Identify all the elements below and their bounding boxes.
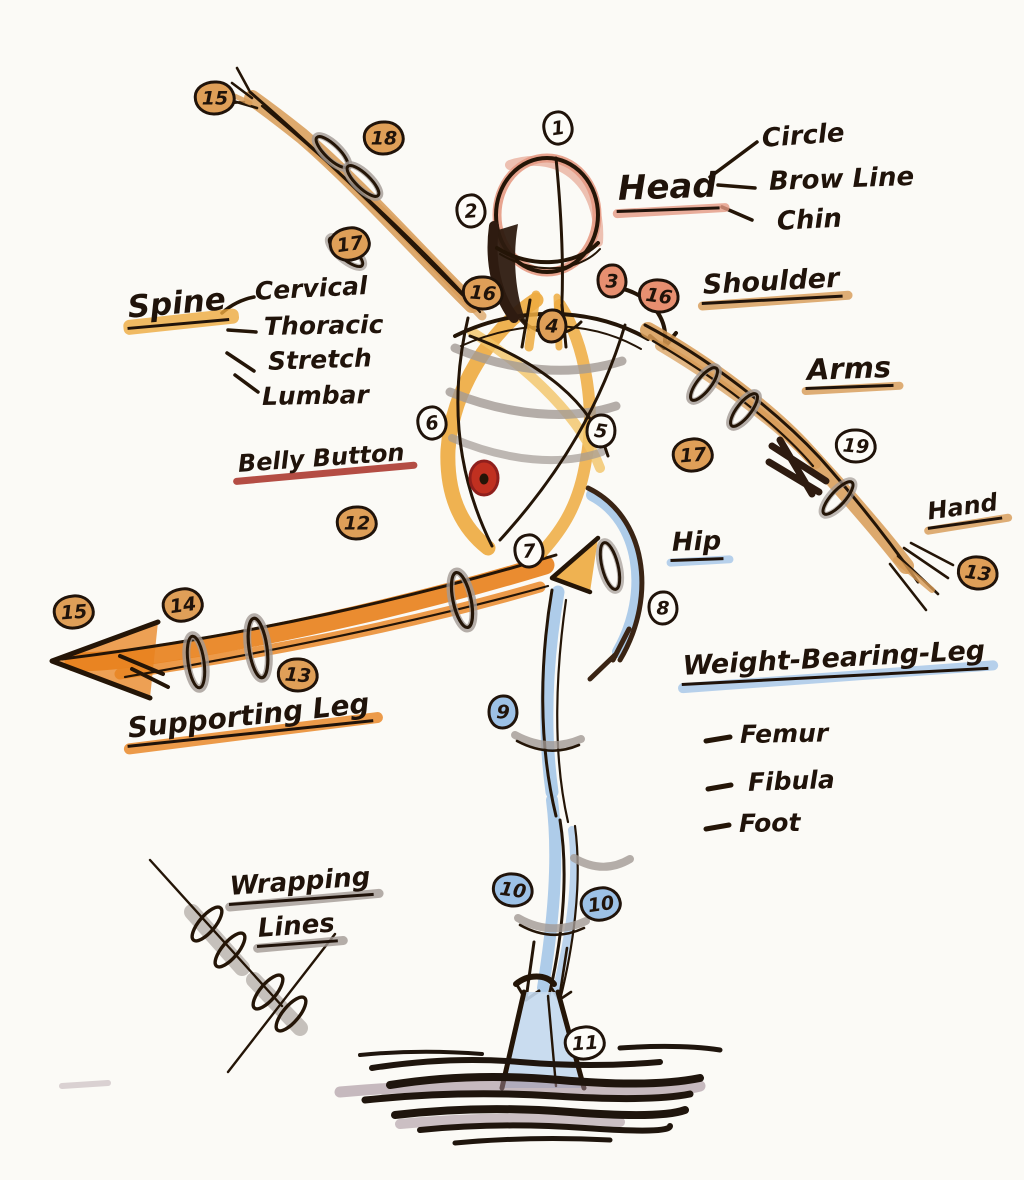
pointer-lines (220, 140, 759, 832)
label-spine: Spine (122, 281, 240, 336)
step-number: 16 (469, 281, 497, 305)
ground-shadow-sketch (59, 1043, 723, 1146)
label-text: Chin (776, 203, 843, 237)
step-number: 17 (679, 443, 707, 467)
step-number: 16 (644, 283, 674, 309)
hip-arrow-sketch (585, 485, 645, 682)
label-stretch: Stretch (266, 343, 375, 377)
label-fibula: Fibula (746, 764, 838, 798)
step-number: 5 (592, 419, 610, 443)
label-foot: Foot (737, 807, 803, 839)
step-number: 9 (495, 700, 511, 724)
label-circle: Circle (759, 118, 848, 155)
step-number: 7 (521, 539, 537, 563)
label-text: Femur (739, 718, 829, 749)
label-lumbar: Lumbar (260, 380, 371, 412)
step-number: 15 (201, 87, 229, 109)
label-wrapping: Wrapping (224, 862, 384, 913)
step-number: 17 (335, 231, 365, 257)
step-marker-12: 12 (335, 505, 379, 541)
step-number: 10 (586, 891, 616, 917)
label-text: Fibula (747, 764, 836, 797)
step-number: 8 (656, 597, 670, 619)
step-number: 12 (343, 512, 371, 534)
label-thoracic: Thoracic (262, 309, 386, 342)
label-chin: Chin (774, 203, 844, 238)
label-text: Foot (738, 807, 801, 838)
label-text: Stretch (267, 343, 373, 376)
label-text: Arms (804, 350, 894, 391)
step-marker-8: 8 (647, 590, 679, 626)
label-text: Hip (669, 526, 724, 563)
label-lines: Lines (252, 909, 349, 954)
step-number: 13 (963, 560, 993, 586)
label-text: Brow Line (768, 161, 915, 197)
step-number: 3 (605, 270, 619, 292)
label-hand: Hand (923, 488, 1013, 536)
step-marker-15: 15 (193, 80, 237, 116)
label-text: Head (615, 165, 720, 213)
torso-spine-sketch (440, 286, 678, 595)
head-sketch (487, 153, 604, 352)
step-number: 15 (60, 600, 88, 624)
wrapping-lines-sketch (148, 858, 337, 1074)
step-number: 2 (463, 199, 479, 223)
step-number: 4 (544, 314, 560, 338)
supporting-leg-sketch (49, 538, 625, 701)
label-brow-line: Brow Line (766, 161, 916, 198)
label-text: Lumbar (261, 380, 370, 411)
label-femur: Femur (738, 718, 831, 750)
right-arm-sketch (640, 322, 955, 612)
label-shoulder: Shoulder (697, 263, 853, 312)
step-marker-18: 18 (362, 120, 406, 156)
label-arms: Arms (801, 350, 904, 396)
step-number: 6 (423, 411, 441, 435)
step-marker-3: 3 (596, 263, 628, 299)
step-number: 10 (498, 877, 528, 903)
step-number: 11 (571, 1031, 599, 1055)
step-number: 13 (284, 663, 312, 687)
label-head: Head (612, 165, 730, 219)
label-text: Lines (254, 909, 339, 949)
label-hip: Hip (666, 526, 735, 568)
step-number: 14 (168, 592, 198, 618)
step-number: 1 (549, 116, 567, 140)
label-text: Circle (760, 118, 846, 154)
step-number: 19 (842, 434, 870, 458)
label-text: Thoracic (263, 309, 384, 341)
step-number: 18 (370, 127, 398, 149)
